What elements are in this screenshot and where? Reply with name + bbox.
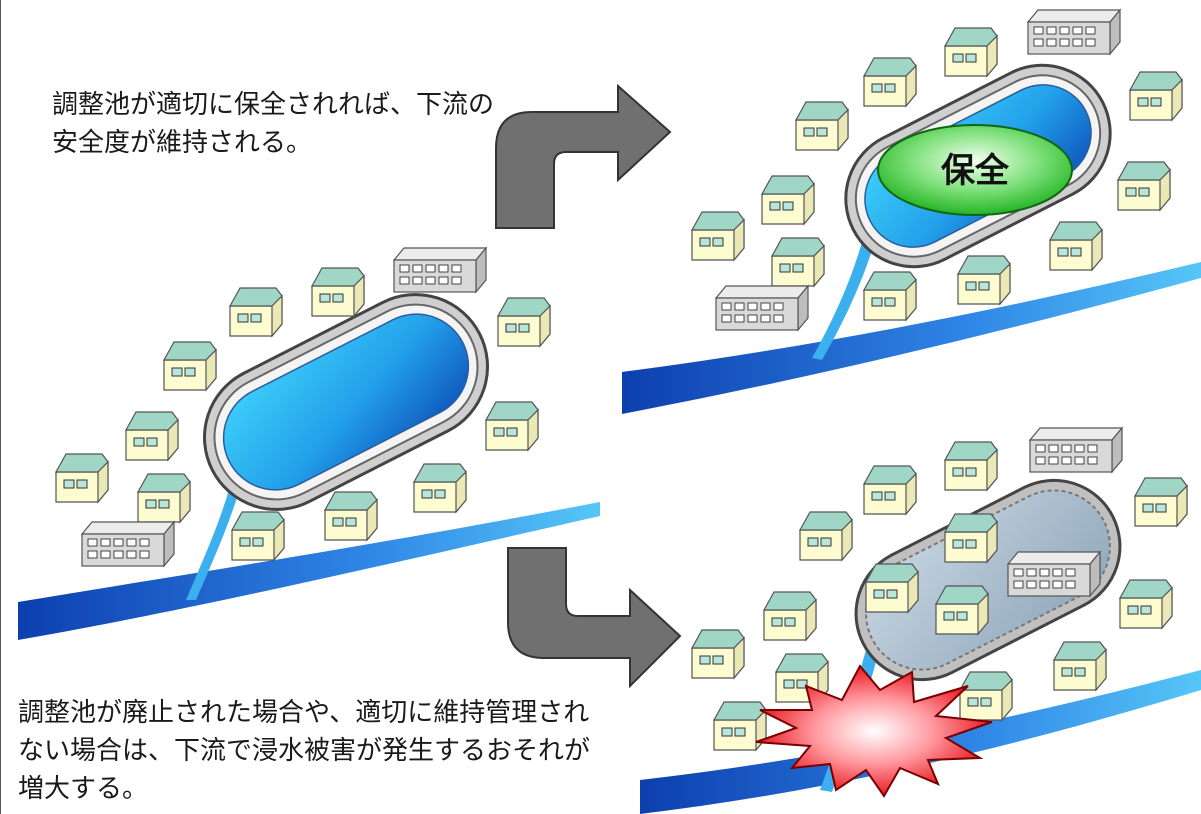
preserved-outflow-stream [812,226,878,360]
preserved-label-badge: 保全 [877,124,1073,216]
preserved-scene: 保全 [622,9,1201,414]
left-outflow-stream [186,462,246,600]
abandoned-scene [640,427,1201,814]
preserved-label: 保全 [941,151,1010,191]
left-scene [18,247,600,640]
preserved-river [622,262,1201,414]
arrow-to-abandoned [507,547,682,689]
caption-abandoned: 調整池が廃止された場合や、適切に維持管理されない場合は、下流で浸水被害が発生する… [18,698,591,804]
caption-preserved: 調整池が適切に保全されれば、下流の安全度が維持される。 [52,90,495,158]
arrow-to-preserved [495,83,672,229]
left-retention-pond [203,293,489,511]
flood-damage-burst [755,664,993,798]
left-river [18,502,600,640]
